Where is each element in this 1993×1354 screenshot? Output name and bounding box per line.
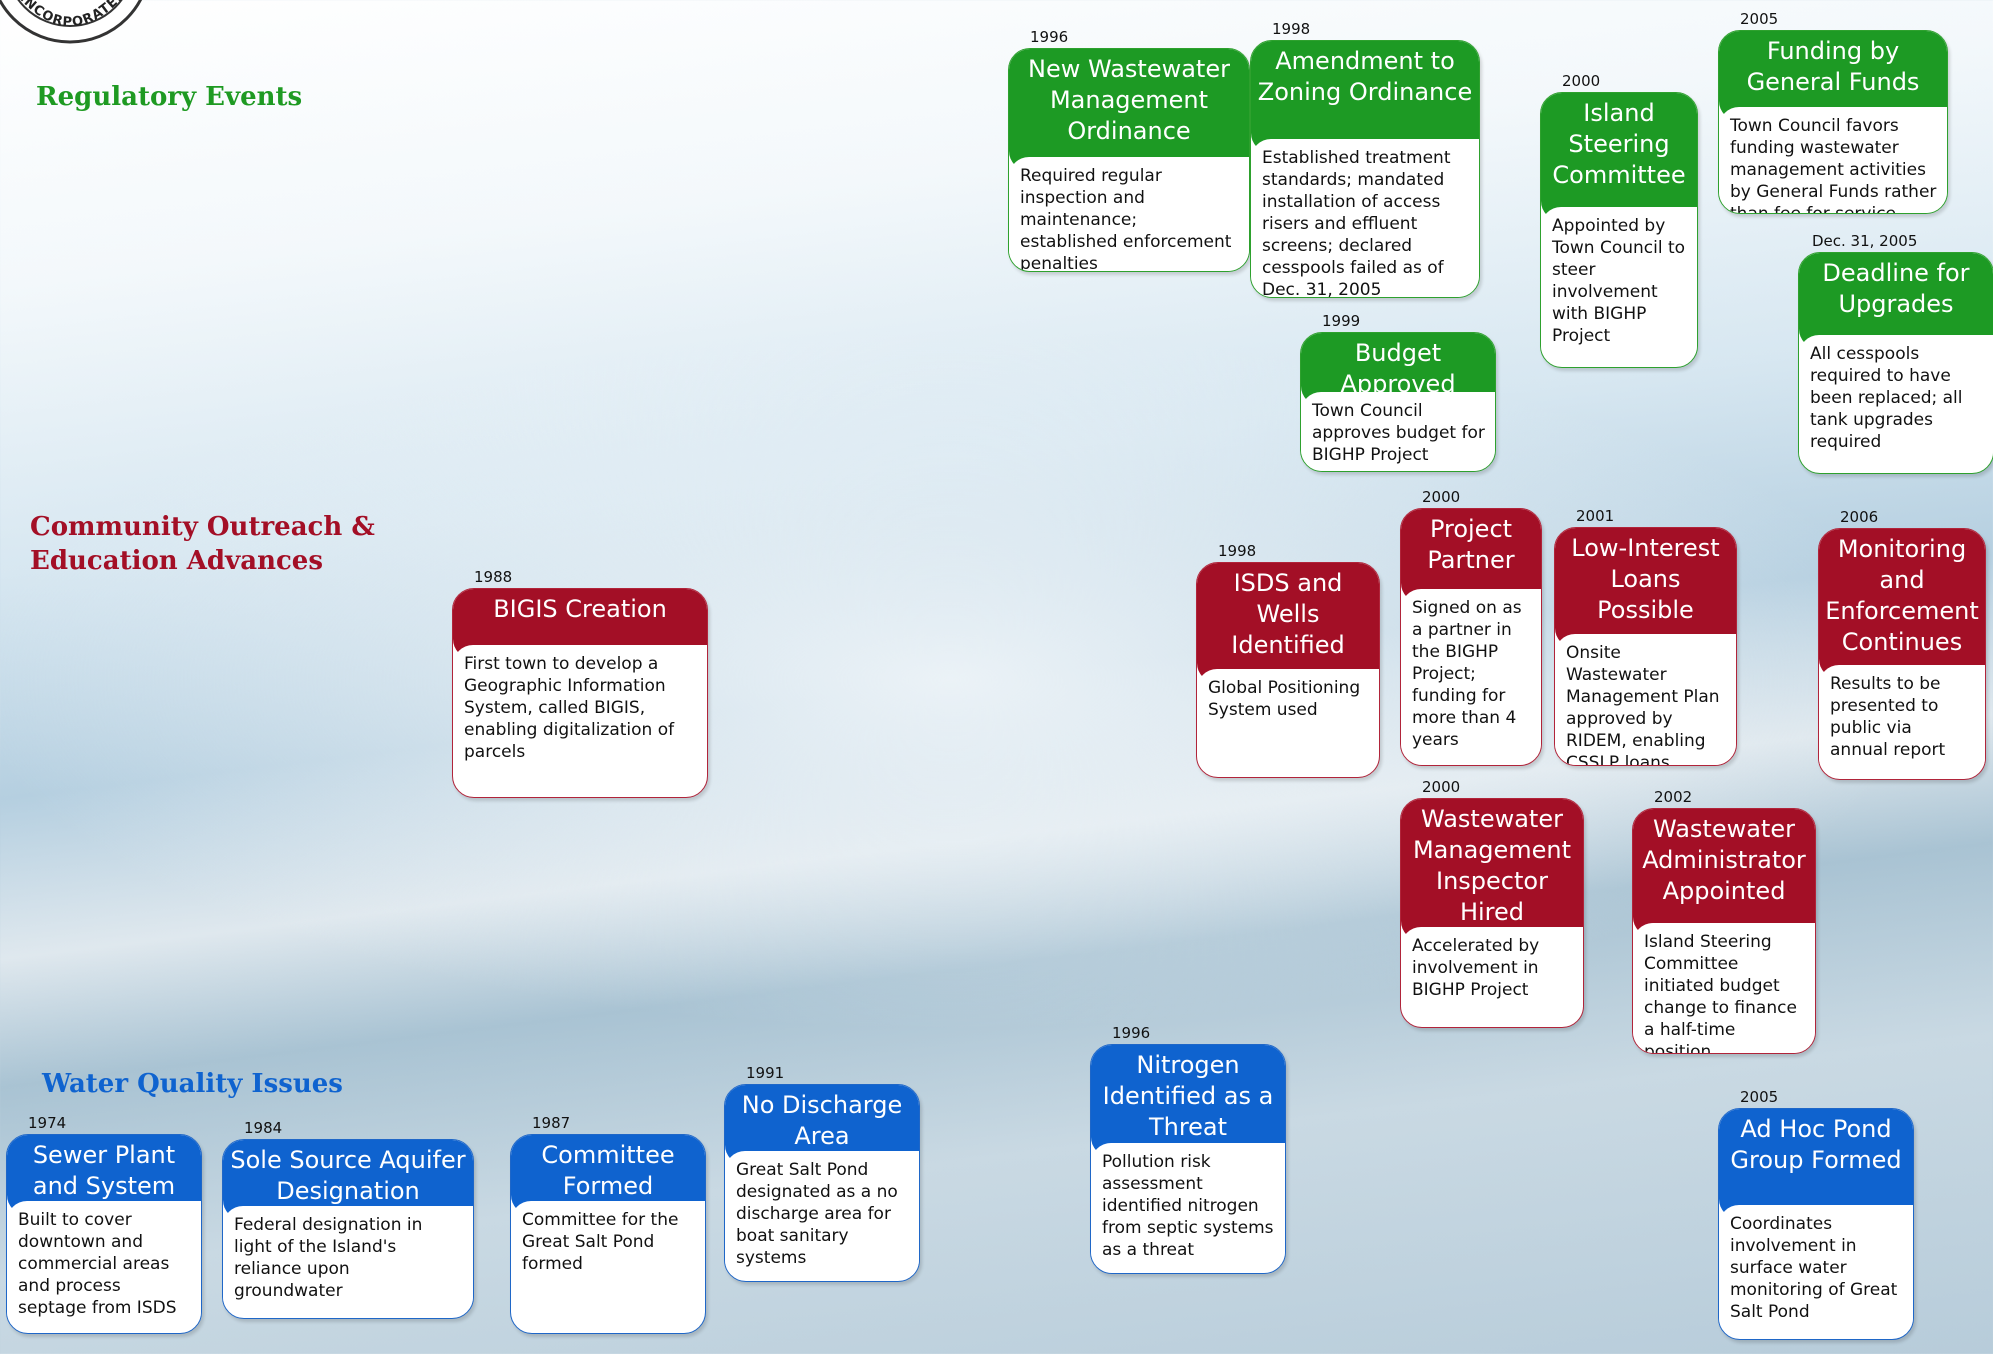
event-year: 2000 (1562, 72, 1601, 90)
event-year: 1974 (28, 1114, 67, 1132)
event-description: Town Council favors funding wastewater m… (1719, 107, 1947, 213)
event-description: Onsite Wastewater Management Plan approv… (1555, 634, 1736, 765)
event-description: Island Steering Committee initiated budg… (1633, 923, 1815, 1053)
event-title: Amendment to Zoning Ordinance (1251, 41, 1479, 153)
event-description: Pollution risk assessment identified nit… (1091, 1143, 1285, 1267)
event-title: ISDS and Wells Identified (1197, 563, 1379, 683)
event-year: 2001 (1576, 507, 1615, 525)
event-year: 2002 (1654, 788, 1693, 806)
event-title: Funding by General Funds (1719, 31, 1947, 121)
event-description: Great Salt Pond designated as a no disch… (725, 1151, 919, 1275)
event-description: Accelerated by involvement in BIGHP Proj… (1401, 927, 1583, 1007)
event-title: Nitrogen Identified as a Threat (1091, 1045, 1285, 1157)
event-title: Deadline for Upgrades (1799, 253, 1993, 349)
section-title-regulatory: Regulatory Events (36, 82, 303, 112)
event-description: Coordinates involvement in surface water… (1719, 1205, 1913, 1329)
event-description: Global Positioning System used (1197, 669, 1379, 727)
event-title: Monitoring and Enforcement Continues (1819, 529, 1985, 679)
event-description: Required regular inspection and maintena… (1009, 157, 1249, 271)
event-year: Dec. 31, 2005 (1812, 232, 1918, 250)
event-description: Town Council approves budget for BIGHP P… (1301, 392, 1495, 471)
event-year: 1984 (244, 1119, 283, 1137)
event-title: Low-Interest Loans Possible (1555, 528, 1736, 648)
event-description: Signed on as a partner in the BIGHP Proj… (1401, 589, 1541, 757)
event-year: 2006 (1840, 508, 1879, 526)
event-description: Committee for the Great Salt Pond formed (511, 1201, 705, 1281)
event-year: 1996 (1030, 28, 1069, 46)
event-year: 2005 (1740, 1088, 1779, 1106)
event-year: 1999 (1322, 312, 1361, 330)
event-title: New Wastewater Management Ordinance (1009, 49, 1249, 171)
event-description: Appointed by Town Council to steer invol… (1541, 207, 1697, 353)
town-seal-logo: INCORPORATED 1672 (0, 0, 143, 44)
event-title: Wastewater Administrator Appointed (1633, 809, 1815, 937)
event-title: Island Steering Committee (1541, 93, 1697, 221)
event-description: Established treatment standards; mandate… (1251, 139, 1479, 297)
event-year: 2005 (1740, 10, 1779, 28)
event-year: 2000 (1422, 488, 1461, 506)
event-title: Project Partner (1401, 509, 1541, 603)
event-title: Wastewater Management Inspector Hired (1401, 799, 1583, 941)
event-year: 2000 (1422, 778, 1461, 796)
event-description: First town to develop a Geographic Infor… (453, 645, 707, 769)
event-description: Results to be presented to public via an… (1819, 665, 1985, 767)
event-year: 1991 (746, 1064, 785, 1082)
event-description: Federal designation in light of the Isla… (223, 1206, 473, 1308)
event-title: Ad Hoc Pond Group Formed (1719, 1109, 1913, 1219)
section-title-water: Water Quality Issues (42, 1069, 343, 1099)
event-year: 1996 (1112, 1024, 1151, 1042)
event-year: 1988 (474, 568, 513, 586)
event-year: 1998 (1272, 20, 1311, 38)
event-description: Built to cover downtown and commercial a… (7, 1201, 201, 1325)
event-description: All cesspools required to have been repl… (1799, 335, 1993, 459)
section-title-outreach: Community Outreach & Education Advances (30, 512, 375, 576)
event-year: 1998 (1218, 542, 1257, 560)
event-year: 1987 (532, 1114, 571, 1132)
